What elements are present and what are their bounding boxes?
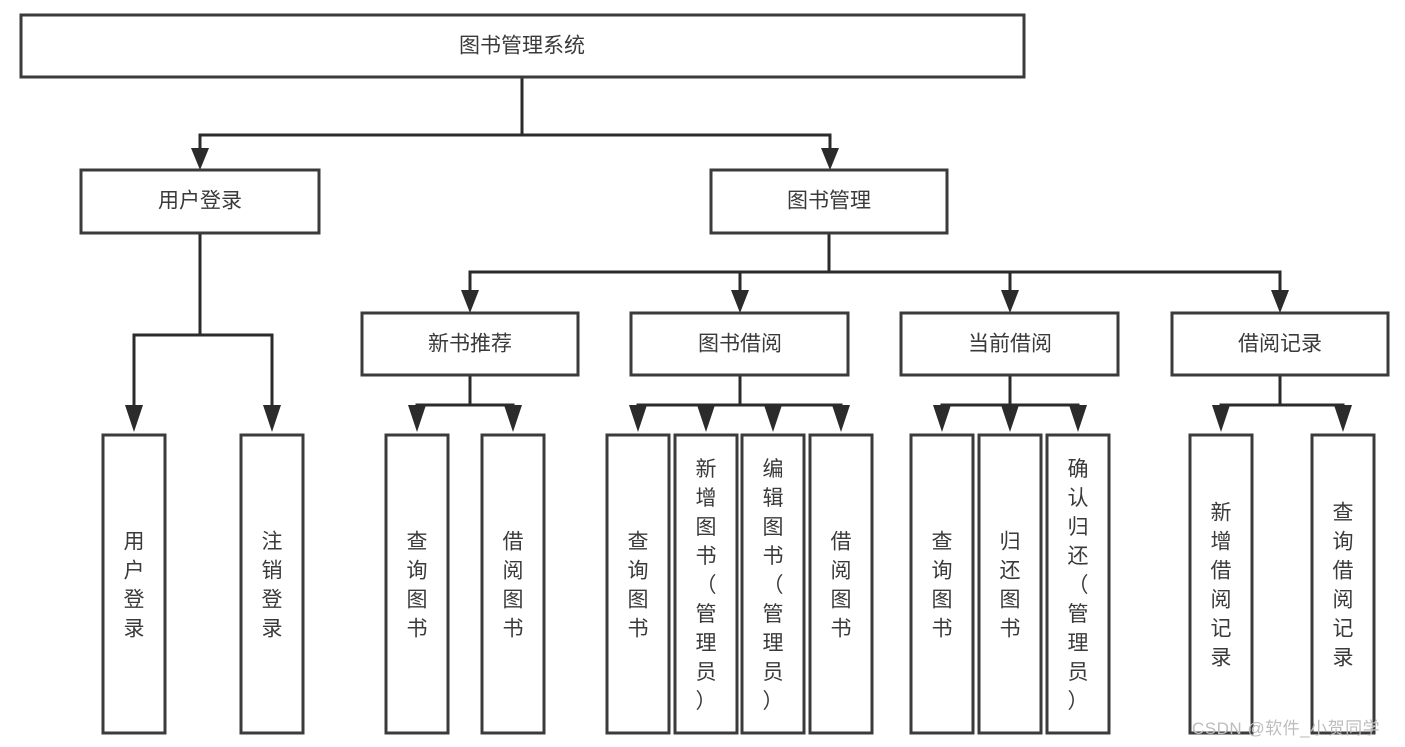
node-label: 查询图书 <box>407 531 428 641</box>
node-borrow-record[interactable]: 借阅记录 <box>1170 311 1390 377</box>
connector-book-borrow-to-leaves <box>629 373 850 432</box>
node-label: 图书管理系统 <box>459 35 585 58</box>
connector-user-login-to-leaves <box>125 231 281 432</box>
leaf-node-current-confirm-return-admin[interactable]: 确认归还（管理员） <box>1045 433 1111 735</box>
node-label: 借阅记录 <box>1238 333 1322 356</box>
arrow-head-icon <box>1271 290 1289 313</box>
leaf-node-record-query-record[interactable]: 查询借阅记录 <box>1310 433 1376 735</box>
node-box <box>629 311 850 377</box>
arrow-head-icon <box>263 405 281 432</box>
node-label: 确认归还（管理员） <box>1068 458 1089 713</box>
leaf-node-record-add-record[interactable]: 新增借阅记录 <box>1188 433 1254 735</box>
node-box <box>239 433 305 735</box>
node-box <box>384 433 450 735</box>
leaf-node-borrow-add-book-admin[interactable]: 新增图书（管理员） <box>673 433 739 735</box>
node-label: 新书推荐 <box>428 333 512 356</box>
node-box <box>101 433 167 735</box>
node-box <box>19 13 1026 79</box>
arrow-head-icon <box>832 405 850 432</box>
connector-borrow-record-to-leaves <box>1212 373 1352 432</box>
node-label: 归还图书 <box>1000 531 1021 641</box>
arrow-head-icon <box>1334 405 1352 432</box>
leaf-node-borrow-query-book[interactable]: 查询图书 <box>605 433 671 735</box>
node-box <box>480 433 546 735</box>
arrow-head-icon <box>1001 405 1019 432</box>
arrow-head-icon <box>629 405 647 432</box>
node-label: 当前借阅 <box>968 333 1052 356</box>
node-label: 图书借阅 <box>698 333 782 356</box>
connector-root-to-level2 <box>191 75 839 170</box>
node-label: 查询借阅记录 <box>1333 502 1354 670</box>
node-box <box>977 433 1043 735</box>
node-user-login[interactable]: 用户登录 <box>79 168 321 235</box>
node-book-management[interactable]: 图书管理 <box>709 168 949 235</box>
node-box <box>709 168 949 235</box>
node-box <box>1310 433 1376 735</box>
node-label: 查询图书 <box>628 531 649 641</box>
leaf-node-borrow-borrow-book[interactable]: 借阅图书 <box>808 433 874 735</box>
arrow-head-icon <box>1069 405 1087 432</box>
arrow-head-icon <box>1001 290 1019 313</box>
leaf-node-borrow-edit-book-admin[interactable]: 编辑图书（管理员） <box>740 433 806 735</box>
node-current-borrow[interactable]: 当前借阅 <box>899 311 1120 377</box>
arrow-head-icon <box>933 405 951 432</box>
arrow-head-icon <box>1212 405 1230 432</box>
node-box <box>673 433 739 735</box>
arrow-head-icon <box>461 290 479 313</box>
connector-current-borrow-to-leaves <box>933 373 1087 432</box>
arrow-head-icon <box>191 148 209 170</box>
node-label: 编辑图书（管理员） <box>763 458 784 713</box>
node-box <box>899 311 1120 377</box>
arrow-head-icon <box>408 405 426 432</box>
arrow-head-icon <box>731 290 749 313</box>
node-label: 用户登录 <box>158 190 242 213</box>
node-box <box>1170 311 1390 377</box>
leaf-node-recommend-query-book[interactable]: 查询图书 <box>384 433 450 735</box>
leaf-node-current-query-book[interactable]: 查询图书 <box>909 433 975 735</box>
arrow-head-icon <box>764 405 782 432</box>
arrow-head-icon <box>504 405 522 432</box>
node-book-borrow[interactable]: 图书借阅 <box>629 311 850 377</box>
arrow-head-icon <box>821 148 839 170</box>
node-new-book-recommend[interactable]: 新书推荐 <box>360 311 580 377</box>
leaf-node-recommend-borrow-book[interactable]: 借阅图书 <box>480 433 546 735</box>
node-box <box>605 433 671 735</box>
node-box <box>1045 433 1111 735</box>
connector-book-management-to-level3 <box>461 231 1289 313</box>
node-label: 新增借阅记录 <box>1211 502 1232 670</box>
node-label: 借阅图书 <box>831 531 852 641</box>
node-label: 注销登录 <box>262 531 283 641</box>
connector-new-book-recommend-to-leaves <box>408 373 522 432</box>
node-label: 用户登录 <box>124 531 145 641</box>
node-root-system[interactable]: 图书管理系统 <box>19 13 1026 79</box>
node-box <box>740 433 806 735</box>
node-label: 新增图书（管理员） <box>696 458 717 713</box>
node-box <box>1188 433 1254 735</box>
arrow-head-icon <box>125 405 143 432</box>
leaf-node-user-login-signout[interactable]: 注销登录 <box>239 433 305 735</box>
node-label: 查询图书 <box>932 531 953 641</box>
node-label: 图书管理 <box>787 190 871 213</box>
node-box <box>360 311 580 377</box>
node-box <box>808 433 874 735</box>
leaf-node-current-return-book[interactable]: 归还图书 <box>977 433 1043 735</box>
node-box <box>79 168 321 235</box>
leaf-node-user-login-signin[interactable]: 用户登录 <box>101 433 167 735</box>
node-label: 借阅图书 <box>503 531 524 641</box>
node-box <box>909 433 975 735</box>
arrow-head-icon <box>697 405 715 432</box>
